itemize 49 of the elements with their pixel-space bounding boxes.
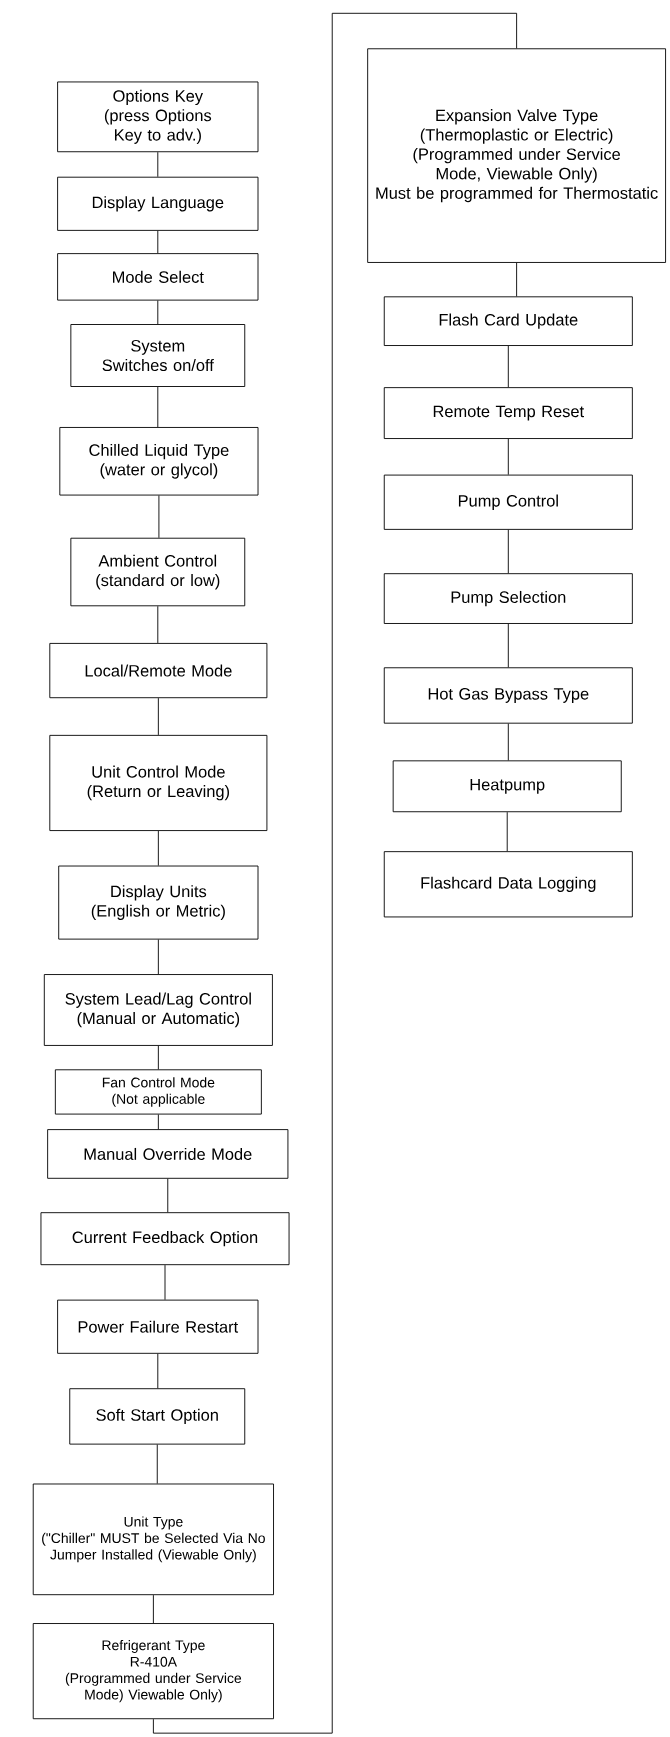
connector-line xyxy=(164,1264,166,1301)
connector-line xyxy=(157,605,159,644)
process-box: Power Failure Restart xyxy=(57,1299,259,1354)
connector-line xyxy=(507,529,509,574)
connector-line xyxy=(157,1045,159,1070)
connector-line xyxy=(507,623,509,668)
connector-line xyxy=(157,151,159,178)
process-box: Flashcard Data Logging xyxy=(383,851,633,918)
process-box: Flash Card Update xyxy=(383,296,633,346)
connector-line xyxy=(152,1594,154,1624)
process-box: Current Feedback Option xyxy=(40,1212,290,1266)
process-box: Soft Start Option xyxy=(69,1388,246,1445)
process-box: System Switches on/off xyxy=(70,324,246,387)
connector-line xyxy=(157,697,159,736)
connector-line xyxy=(507,438,509,476)
process-box: Remote Temp Reset xyxy=(383,387,633,439)
connector-line xyxy=(507,345,509,388)
process-box: Ambient Control (standard or low) xyxy=(70,537,246,607)
connector-line xyxy=(516,262,518,297)
connector-line xyxy=(157,1114,159,1130)
process-box: Display Units (English or Metric) xyxy=(58,865,259,940)
process-box: Display Language xyxy=(57,176,259,231)
process-box: Manual Override Mode xyxy=(47,1129,289,1179)
process-box: Hot Gas Bypass Type xyxy=(383,667,633,724)
connector-line xyxy=(506,811,508,852)
connector-line xyxy=(157,1353,159,1389)
process-box: Fan Control Mode (Not applicable xyxy=(54,1069,262,1115)
process-box: Heatpump xyxy=(392,760,622,813)
process-box: Expansion Valve Type (Thermoplastic or Electric) (Programmed under Service Mode, Viewable Only) Must be programmed for Thermostatic xyxy=(367,48,667,263)
process-box: Local/Remote Mode xyxy=(49,642,268,699)
process-box: Pump Selection xyxy=(383,573,633,624)
connector-line xyxy=(157,300,159,325)
connector-line xyxy=(157,939,159,975)
process-box: Options Key (press Options Key to adv.) xyxy=(57,81,259,153)
process-box: Chilled Liquid Type (water or glycol) xyxy=(59,427,259,496)
connector-line xyxy=(157,230,159,254)
process-box: Mode Select xyxy=(57,253,259,301)
connector-line xyxy=(167,1178,169,1213)
connector-line xyxy=(156,1444,158,1484)
connector-line xyxy=(157,830,159,867)
process-box: Unit Control Mode (Return or Leaving) xyxy=(49,734,268,832)
process-box: System Lead/Lag Control (Manual or Automatic) xyxy=(43,974,273,1046)
connector-line xyxy=(152,12,518,1734)
process-box: Unit Type ("Chiller" MUST be Selected Via No Jumper Installed (Viewable Only) xyxy=(32,1483,274,1596)
connector-line xyxy=(507,723,509,761)
process-box: Refrigerant Type R-410A (Programmed under Service Mode) Viewable Only) xyxy=(32,1623,274,1720)
connector-line xyxy=(158,495,160,539)
connector-line xyxy=(157,386,159,428)
process-box: Pump Control xyxy=(383,474,633,530)
